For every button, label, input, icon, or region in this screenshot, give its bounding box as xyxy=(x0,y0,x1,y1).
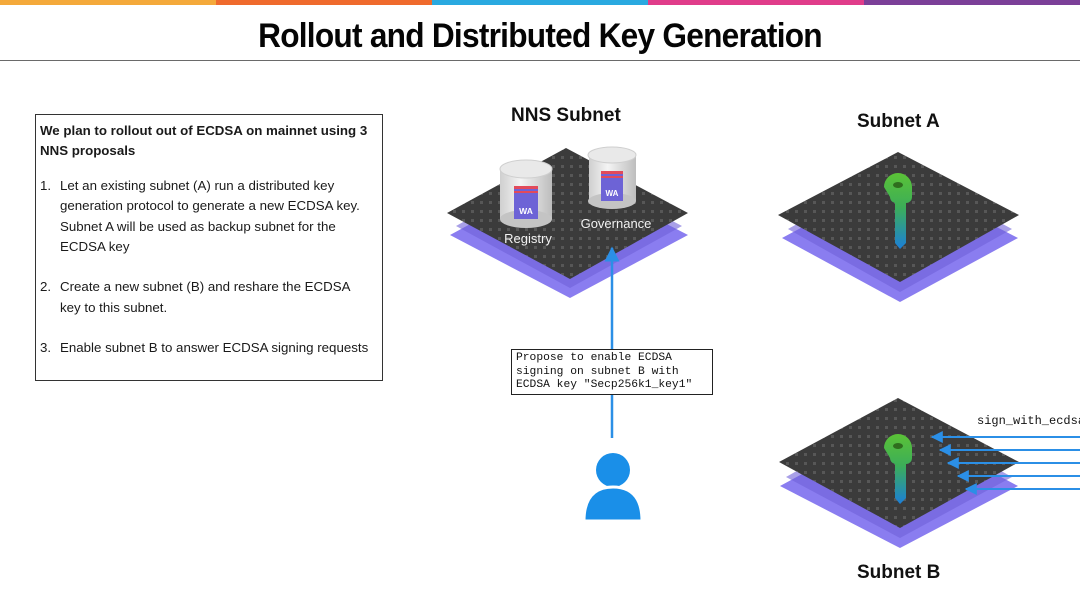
governance-label: Governance xyxy=(581,216,652,231)
governance-badge-stripe-2 xyxy=(601,176,623,178)
governance-badge-text: WA xyxy=(606,189,619,198)
registry-cylinder-top xyxy=(499,159,553,179)
step-text: Create a new subnet (B) and reshare the … xyxy=(60,279,350,315)
title-area: Rollout and Distributed Key Generation xyxy=(0,5,1080,61)
proposal-note: Propose to enable ECDSA signing on subne… xyxy=(511,349,713,395)
slide-title: Rollout and Distributed Key Generation xyxy=(258,17,823,55)
sign-with-ecdsa-label: sign_with_ecdsa xyxy=(977,414,1080,428)
top-bar-segment-4 xyxy=(648,0,864,5)
top-bar-segment-3 xyxy=(432,0,648,5)
registry-badge-stripe xyxy=(514,186,538,189)
plan-steps: 1. Let an existing subnet (A) run a dist… xyxy=(40,176,374,359)
nns-subnet-label: NNS Subnet xyxy=(511,105,621,126)
top-bar-segment-2 xyxy=(216,0,432,5)
governance-cylinder-top xyxy=(587,146,637,164)
top-bar-segment-5 xyxy=(864,0,1080,5)
step-text: Enable subnet B to answer ECDSA signing … xyxy=(60,340,369,356)
subnet-b-key-hole xyxy=(893,443,903,449)
nns-platform xyxy=(447,148,688,298)
subnet-a-label: Subnet A xyxy=(857,111,940,132)
sign-request-arrows xyxy=(930,431,1080,495)
nns-platform-top xyxy=(447,148,688,279)
registry-canister: WA xyxy=(499,159,553,228)
subnet-b-key-shape xyxy=(884,434,912,504)
subnet-b-label: Subnet B xyxy=(857,562,941,583)
top-bar-segment-1 xyxy=(0,0,216,5)
plan-step: 1. Let an existing subnet (A) run a dist… xyxy=(40,176,374,258)
registry-badge-text: WA xyxy=(519,206,533,216)
subnet-a-key-shape xyxy=(884,173,912,249)
step-number: 3. xyxy=(40,340,52,356)
registry-label: Registry xyxy=(504,231,552,246)
governance-canister: WA xyxy=(587,146,637,209)
step-number: 1. xyxy=(40,177,52,193)
governance-badge xyxy=(601,171,623,201)
plan-step: 3. Enable subnet B to answer ECDSA signi… xyxy=(40,338,374,358)
step-text: Let an existing subnet (A) run a distrib… xyxy=(60,177,360,255)
step-number: 2. xyxy=(40,279,52,295)
subnet-b-key-icon xyxy=(884,434,912,504)
plan-step: 2. Create a new subnet (B) and reshare t… xyxy=(40,277,374,318)
subnet-a-key-icon xyxy=(884,173,912,249)
user-icon xyxy=(582,450,644,523)
plan-box: We plan to rollout out of ECDSA on mainn… xyxy=(35,114,383,381)
user-head xyxy=(596,453,630,487)
registry-badge-stripe-2 xyxy=(514,191,538,193)
user-body xyxy=(582,485,644,523)
subnet-a-key-hole xyxy=(893,182,903,188)
governance-badge-stripe xyxy=(601,171,623,174)
plan-heading: We plan to rollout out of ECDSA on mainn… xyxy=(40,123,368,159)
top-color-bar xyxy=(0,0,1080,5)
